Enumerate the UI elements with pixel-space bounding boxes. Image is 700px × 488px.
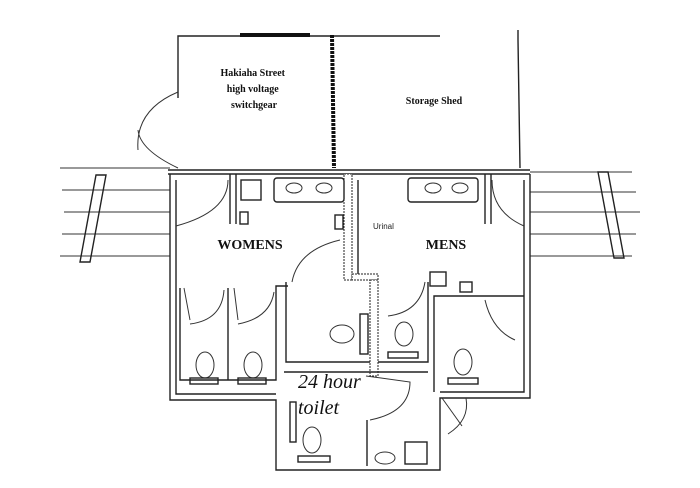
right-stairs <box>530 171 640 259</box>
switchgear-label-line1: Hakiaha Street <box>220 68 285 79</box>
switchgear-label: Hakiaha Street high voltage switchgear <box>220 68 287 111</box>
toilet-24-label: 24 hour toilet <box>298 371 366 419</box>
left-stairs <box>60 167 170 263</box>
toilet-block <box>169 173 531 471</box>
toilet-24-label-line1: 24 hour <box>298 371 361 393</box>
urinal-label: Urinal <box>373 222 394 231</box>
toilet-24-label-line2: toilet <box>298 397 340 419</box>
mens-label: MENS <box>426 238 467 253</box>
upper-building <box>137 30 530 175</box>
switchgear-label-line2: high voltage <box>227 84 280 95</box>
womens-label: WOMENS <box>217 238 283 253</box>
switchgear-label-line3: switchgear <box>231 100 278 111</box>
storage-shed-label: Storage Shed <box>406 96 463 107</box>
